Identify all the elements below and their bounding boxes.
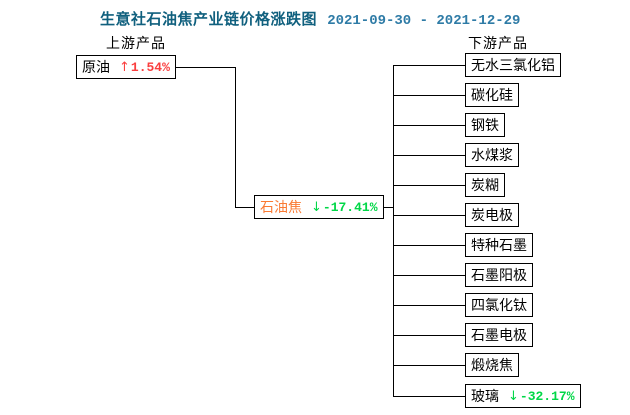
node-label: 碳化硅 — [471, 87, 513, 103]
title-date-range: 2021-09-30 - 2021-12-29 — [327, 13, 521, 29]
connector-stub-line — [393, 245, 465, 246]
connector-line — [166, 67, 235, 68]
node-petroleum-coke[interactable]: 石油焦 ↓-17.41% — [254, 195, 384, 219]
node-downstream[interactable]: 碳化硅 — [465, 83, 519, 107]
node-downstream[interactable]: 特种石墨 — [465, 233, 533, 257]
node-label: 水煤浆 — [471, 147, 513, 163]
node-label: 钢铁 — [471, 117, 499, 133]
glass-change-value: -32.17% — [519, 388, 575, 404]
node-downstream[interactable]: 水煤浆 — [465, 143, 519, 167]
node-label: 石墨电极 — [471, 327, 527, 343]
connector-stub-line — [393, 185, 465, 186]
node-downstream[interactable]: 炭电极 — [465, 203, 519, 227]
connector-line — [235, 67, 236, 207]
node-label: 炭电极 — [471, 207, 513, 223]
connector-stub-line — [393, 335, 465, 336]
node-downstream[interactable]: 无水三氯化铝 — [465, 53, 561, 77]
connector-stub-line — [393, 215, 465, 216]
glass-change: ↓-32.17% — [508, 389, 575, 404]
connector-line — [235, 207, 254, 208]
down-arrow-icon: ↓ — [311, 199, 322, 215]
node-downstream[interactable]: 煅烧焦 — [465, 353, 519, 377]
connector-stub-line — [393, 275, 465, 276]
node-label: 特种石墨 — [471, 237, 527, 253]
node-downstream[interactable]: 四氯化钛 — [465, 293, 533, 317]
node-crude-oil-label: 原油 — [82, 59, 110, 75]
connector-stub-line — [393, 65, 465, 66]
up-arrow-icon: ↑ — [119, 59, 130, 75]
connector-stub-line — [393, 396, 465, 397]
connector-line — [377, 207, 393, 208]
connector-stub-line — [393, 125, 465, 126]
down-arrow-icon: ↓ — [508, 388, 519, 404]
connector-stub-line — [393, 365, 465, 366]
downstream-column-label: 下游产品 — [468, 35, 528, 51]
title-text: 生意社石油焦产业链价格涨跌图 — [100, 11, 318, 28]
node-label: 石墨阳极 — [471, 267, 527, 283]
node-crude-oil[interactable]: 原油 ↑1.54% — [76, 55, 176, 79]
connector-stub-line — [393, 305, 465, 306]
node-label: 玻璃 — [471, 388, 499, 404]
connector-stub-line — [393, 95, 465, 96]
crude-oil-change-value: 1.54% — [130, 59, 170, 75]
connector-trunk-line — [393, 65, 394, 397]
petroleum-coke-change: ↓-17.41% — [311, 200, 378, 215]
petroleum-coke-change-value: -17.41% — [322, 199, 378, 215]
node-downstream[interactable]: 炭糊 — [465, 173, 505, 197]
node-downstream[interactable]: 钢铁 — [465, 113, 505, 137]
node-downstream[interactable]: 石墨电极 — [465, 323, 533, 347]
node-petroleum-coke-label: 石油焦 — [260, 199, 302, 215]
page-title: 生意社石油焦产业链价格涨跌图 2021-09-30 - 2021-12-29 — [100, 8, 520, 29]
node-label: 煅烧焦 — [471, 357, 513, 373]
node-label: 无水三氯化铝 — [471, 57, 555, 73]
node-downstream[interactable]: 石墨阳极 — [465, 263, 533, 287]
node-label: 炭糊 — [471, 177, 499, 193]
crude-oil-change: ↑1.54% — [119, 60, 170, 75]
node-label: 四氯化钛 — [471, 297, 527, 313]
upstream-column-label: 上游产品 — [106, 35, 166, 51]
node-glass[interactable]: 玻璃 ↓-32.17% — [465, 384, 581, 408]
connector-stub-line — [393, 155, 465, 156]
